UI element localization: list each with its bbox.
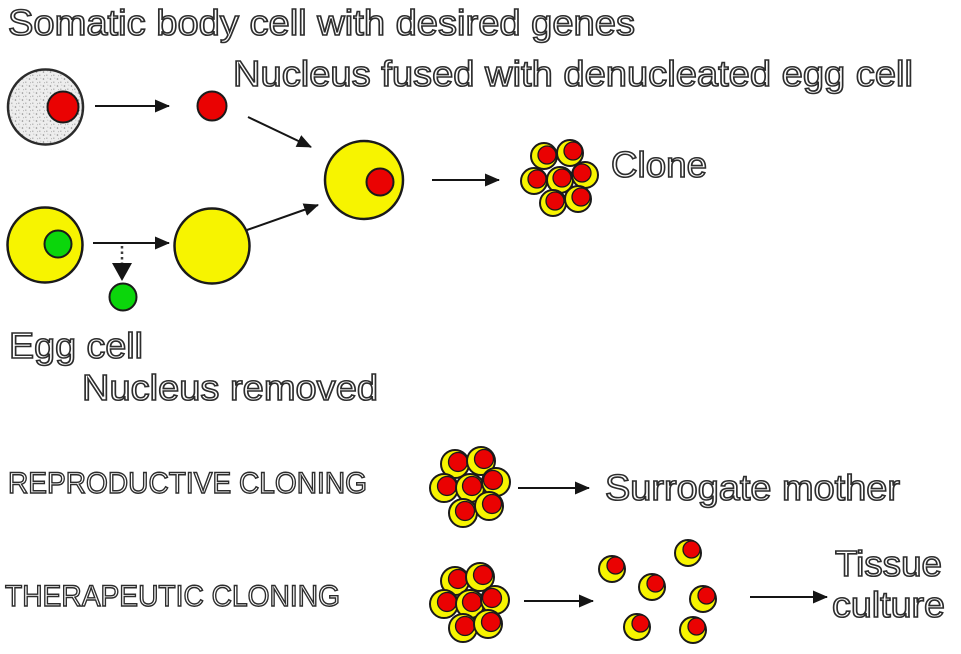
- embryo-cell: [466, 446, 496, 476]
- green-nucleus-icon: [108, 282, 138, 312]
- egg-cell-icon: [6, 206, 84, 284]
- embryo-cell: [429, 589, 459, 619]
- embryo-cell: [455, 473, 485, 503]
- label-nucleus-removed: Nucleus removed: [82, 367, 378, 408]
- fused-cell-body: [323, 139, 405, 221]
- clone-cell: [520, 167, 548, 195]
- label-egg-cell: Egg cell: [9, 325, 143, 366]
- arrow-denucleated-to-fused: [246, 203, 319, 231]
- denucleated-egg-cell-icon: [173, 207, 251, 285]
- fused-cell-icon: [323, 139, 405, 221]
- clone-cell: [530, 142, 558, 170]
- clone-cell: [571, 161, 599, 189]
- somatic-cell-icon: [6, 68, 85, 146]
- fused-cell-nucleus: [365, 167, 395, 197]
- embryo-cell: [465, 562, 495, 592]
- stem-cell: [638, 573, 666, 601]
- label-tissue-culture-line2: culture: [832, 584, 945, 625]
- embryo-cell: [448, 498, 478, 528]
- embryo-cell: [448, 613, 478, 643]
- title-somatic-body-cell: Somatic body cell with desired genes: [8, 2, 635, 43]
- label-therapeutic-cloning: THERAPEUTIC CLONING: [5, 580, 340, 613]
- label-tissue-culture-line1: Tissue: [835, 543, 942, 584]
- stem-cell: [679, 616, 707, 644]
- embryo-cluster-reproductive-icon: [429, 446, 511, 528]
- stem-cell: [689, 585, 717, 613]
- clone-cluster-icon: [520, 139, 599, 217]
- somatic-cell-nucleus: [46, 90, 80, 124]
- clone-cell: [564, 185, 592, 213]
- somatic-cell-body: [6, 68, 85, 146]
- arrow-layer: [93, 99, 828, 608]
- label-clone: Clone: [611, 144, 707, 185]
- embryo-cell: [474, 491, 504, 521]
- clone-cell: [539, 189, 567, 217]
- stem-cell: [674, 539, 702, 567]
- dashed-arrow-head: [112, 263, 132, 281]
- label-surrogate-mother: Surrogate mother: [605, 467, 900, 508]
- arrow-nucleus-to-fused: [247, 116, 312, 148]
- stem-cell: [623, 613, 651, 641]
- clone-cell: [556, 139, 584, 167]
- egg-cell-nucleus: [43, 229, 73, 259]
- red-nucleus-icon: [196, 90, 228, 122]
- embryo-cell: [473, 609, 503, 639]
- embryo-cluster-therapeutic-icon: [429, 562, 510, 643]
- label-nucleus-fused: Nucleus fused with denucleated egg cell: [233, 53, 913, 94]
- label-reproductive-cloning: REPRODUCTIVE CLONING: [8, 467, 367, 500]
- embryo-cell: [440, 449, 470, 479]
- stem-cells-scattered-icon: [598, 539, 717, 644]
- embryo-cell: [429, 473, 459, 503]
- stem-cell: [598, 555, 626, 583]
